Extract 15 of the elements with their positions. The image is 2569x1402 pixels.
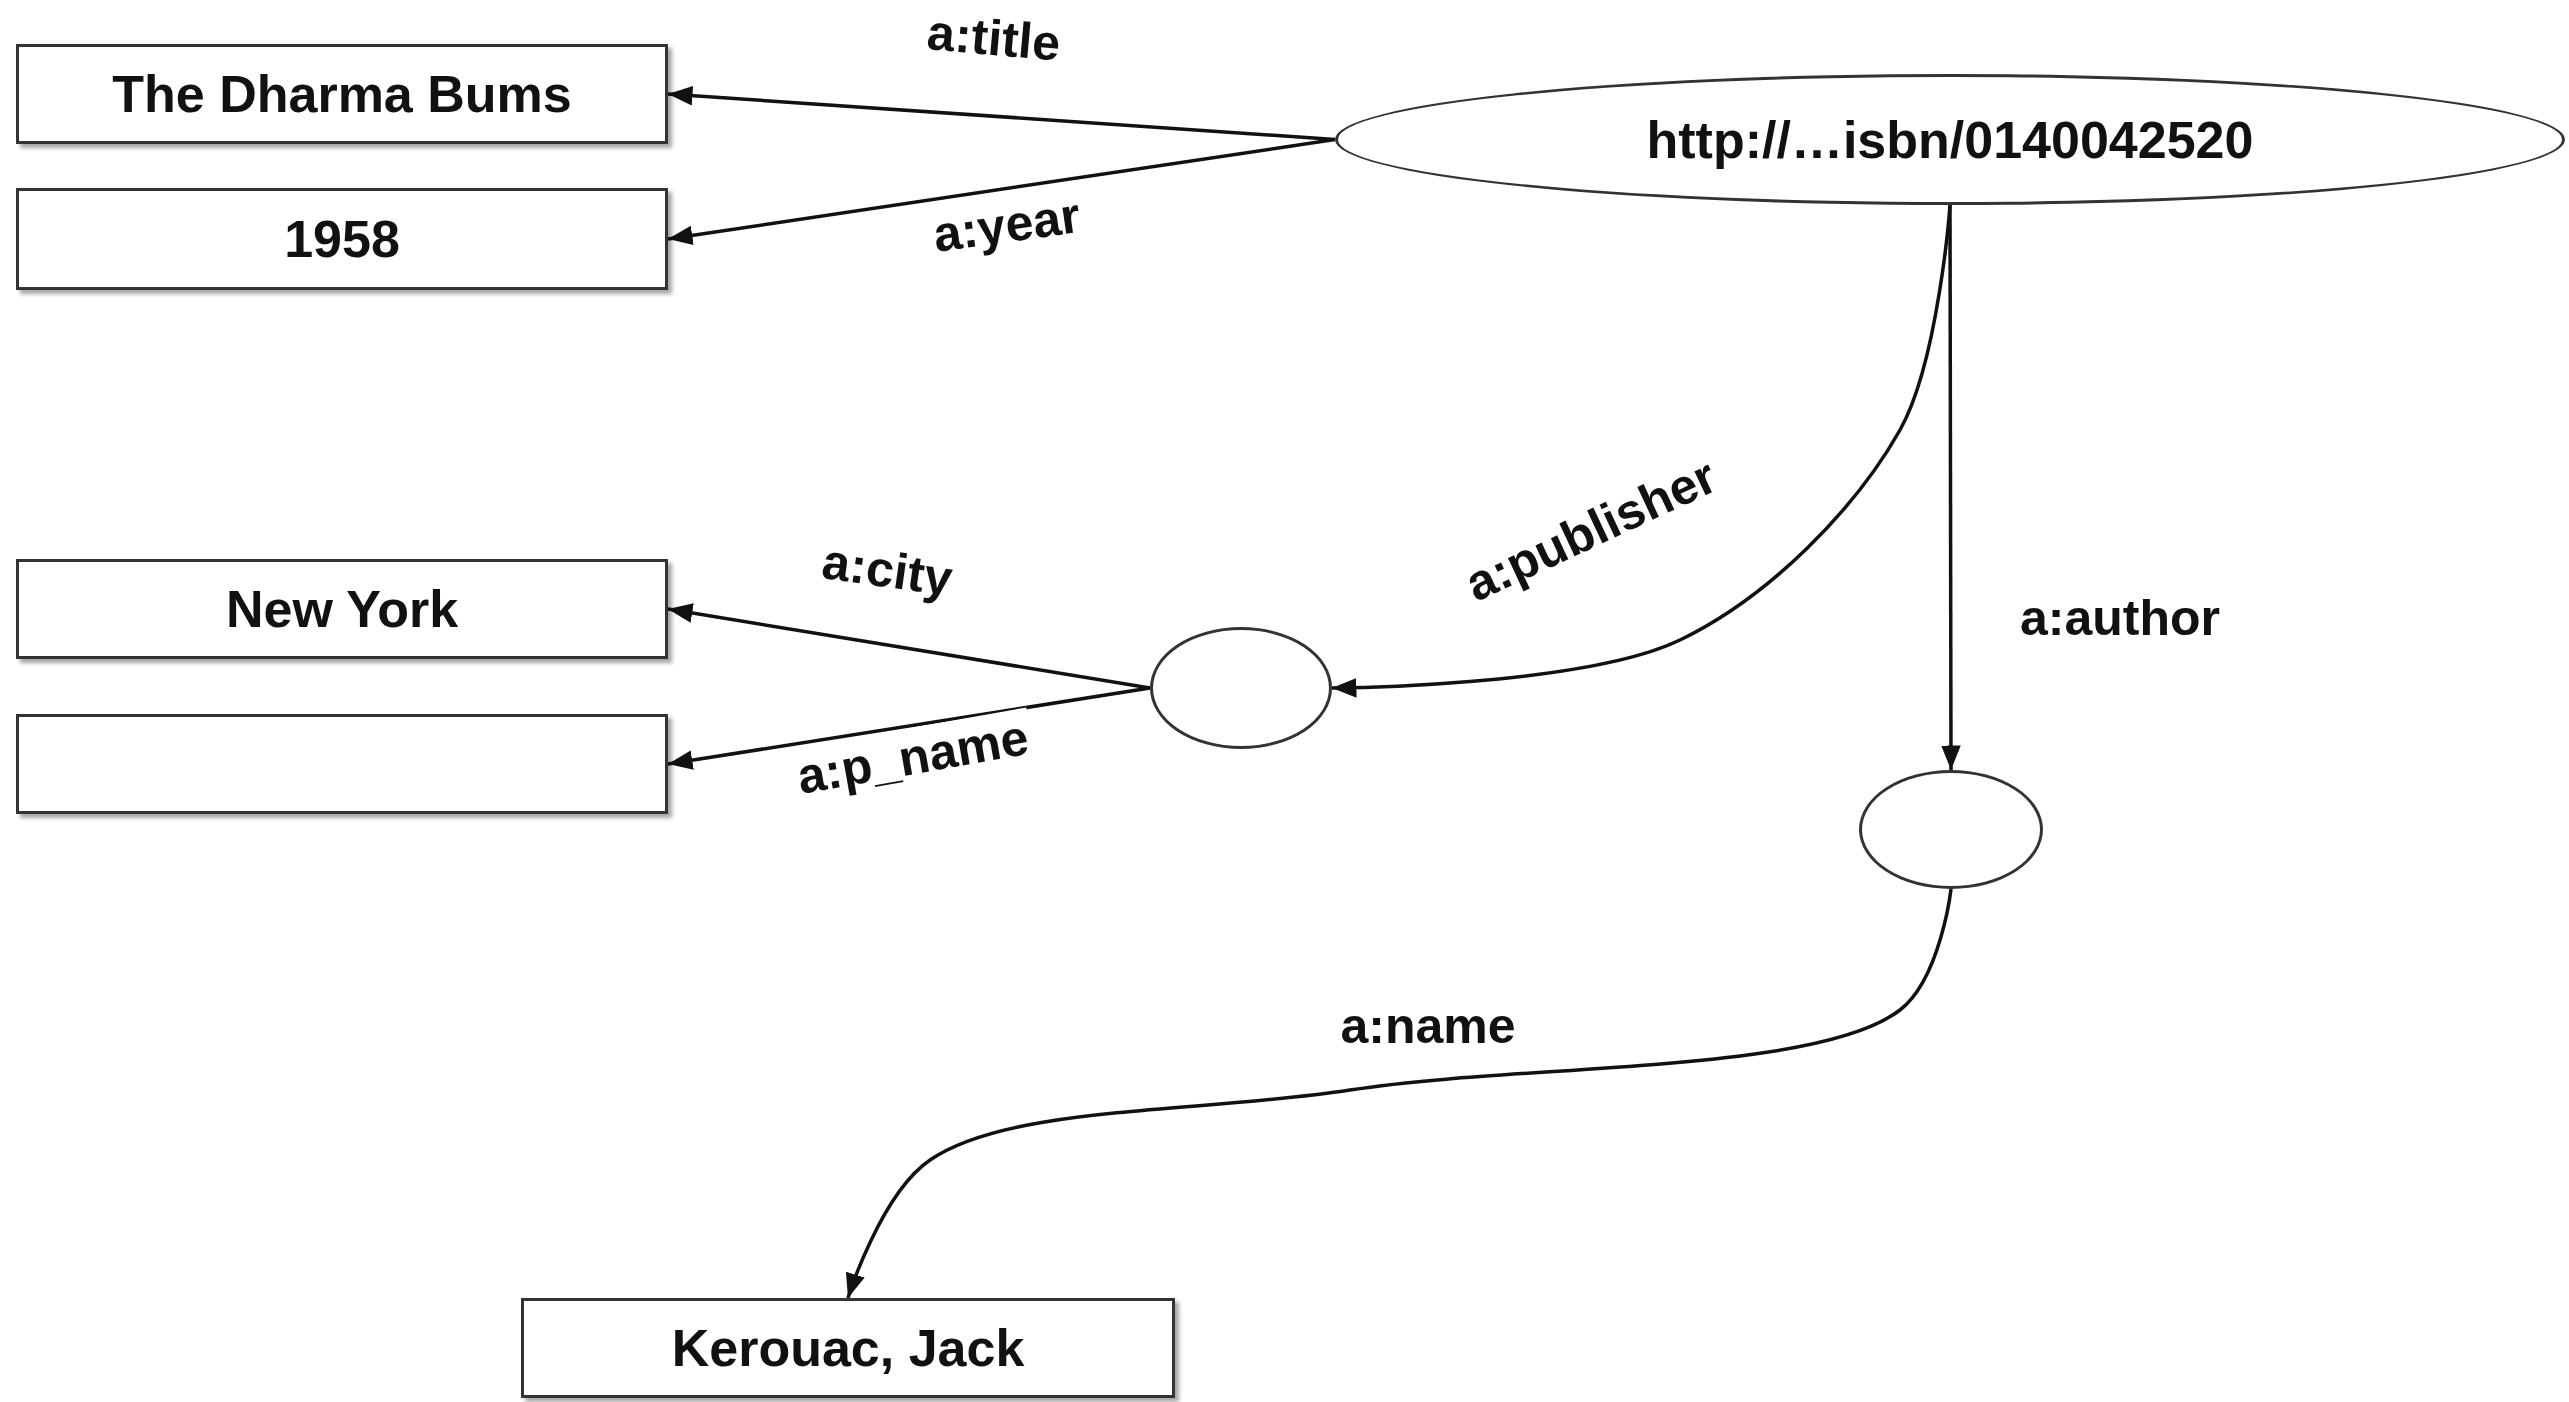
literal-box [16, 188, 668, 290]
arrow [846, 888, 1953, 1299]
arrow [667, 603, 1151, 690]
arrow [1941, 205, 1961, 770]
literal-box [16, 714, 668, 814]
node-text: The Dharma Bums [112, 64, 572, 124]
arrow [667, 686, 1151, 770]
node-text: http://…isbn/0140042520 [1646, 109, 2254, 170]
node-text: Kerouac, Jack [671, 1318, 1025, 1378]
literal-box [16, 44, 668, 144]
literal-box [16, 559, 668, 659]
node-text: 1958 [284, 209, 400, 269]
arrow [667, 137, 1336, 246]
node-text: New York [225, 579, 459, 639]
literal-box [521, 1298, 1175, 1398]
